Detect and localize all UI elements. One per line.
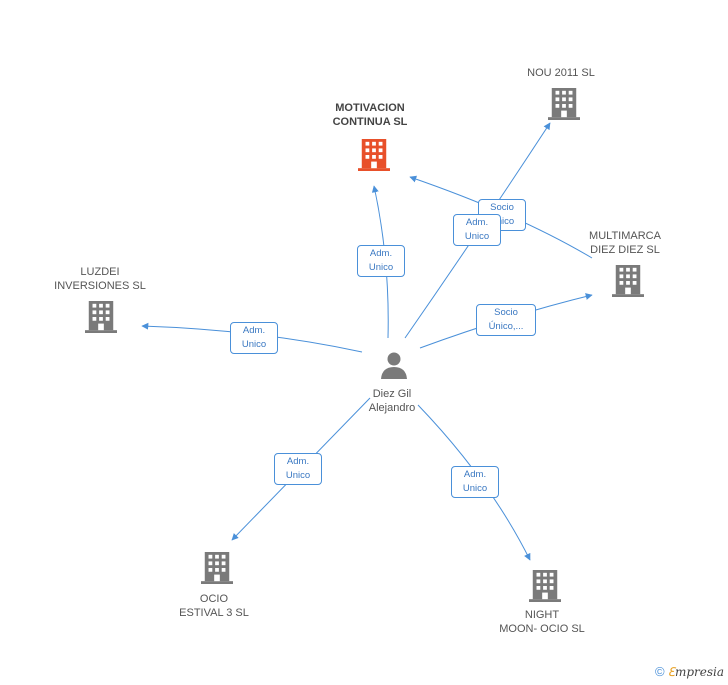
relation-line: Adm. (465, 217, 489, 228)
relation-line: Unico (464, 231, 490, 242)
footer-brand[interactable]: © ℇmpresia (655, 664, 724, 679)
brand-initial: ℇ (667, 664, 675, 679)
relation-label-luzdei[interactable]: Adm. Unico (230, 322, 278, 354)
building-icon[interactable] (85, 299, 117, 335)
brand-logo: ℇmpresia (668, 665, 724, 679)
relation-line: Adm. (369, 248, 393, 259)
company-name-line: MOON- OCIO SL (499, 623, 585, 635)
relation-line: Unico (462, 483, 488, 494)
company-label-multimarca[interactable]: MULTIMARCA DIEZ DIEZ SL (589, 229, 661, 257)
relation-label-night-moon[interactable]: Adm. Unico (451, 466, 499, 498)
relation-line: Unico (241, 339, 267, 350)
company-label-night-moon[interactable]: NIGHT MOON- OCIO SL (499, 608, 585, 636)
copyright-icon: © (654, 664, 665, 679)
building-icon[interactable] (548, 86, 580, 122)
relation-line: Unico (368, 262, 394, 273)
relation-line: Único,... (488, 321, 524, 332)
relation-line: Socio (494, 307, 518, 318)
company-label-ocio-estival[interactable]: OCIO ESTIVAL 3 SL (179, 592, 249, 620)
company-name-line: DIEZ DIEZ SL (590, 244, 660, 256)
relation-line: Unico (285, 470, 311, 481)
relation-label-ocio-estival[interactable]: Adm. Unico (274, 453, 322, 485)
building-icon[interactable] (612, 263, 644, 299)
company-name-line: CONTINUA SL (332, 116, 408, 128)
company-label-luzdei[interactable]: LUZDEI INVERSIONES SL (54, 265, 146, 293)
building-icon[interactable] (201, 550, 233, 586)
building-icon[interactable] (529, 568, 561, 604)
person-label[interactable]: Diez Gil Alejandro (369, 387, 415, 415)
person-icon[interactable] (379, 350, 409, 380)
person-name-line: Diez Gil (372, 388, 412, 400)
company-name-line: OCIO (199, 593, 229, 605)
relation-label-nou2011[interactable]: Adm. Unico (453, 214, 501, 246)
company-label-nou2011[interactable]: NOU 2011 SL (527, 66, 595, 80)
relation-line: Socio (490, 202, 514, 213)
company-name-line: LUZDEI (80, 266, 120, 278)
relation-line: Adm. (242, 325, 266, 336)
relation-line: Adm. (463, 469, 487, 480)
building-icon[interactable] (358, 137, 390, 173)
company-name-line: NIGHT (524, 609, 560, 621)
company-name-line: INVERSIONES SL (54, 280, 146, 292)
relation-label-motivacion[interactable]: Adm. Unico (357, 245, 405, 277)
company-name-line: NOU 2011 SL (527, 67, 595, 79)
person-name-line: Alejandro (368, 402, 416, 414)
relation-line: Único (489, 216, 515, 227)
company-name-line: ESTIVAL 3 SL (179, 607, 249, 619)
relation-label-motivacion-socio[interactable]: Socio Único (478, 199, 526, 231)
brand-name: mpresia (674, 664, 724, 679)
relation-label-multimarca[interactable]: Socio Único,... (476, 304, 536, 336)
company-name-line: MULTIMARCA (589, 230, 661, 242)
company-name-line: MOTIVACION (335, 102, 405, 114)
relation-line: Adm. (286, 456, 310, 467)
company-label-motivacion[interactable]: MOTIVACION CONTINUA SL (333, 101, 408, 129)
